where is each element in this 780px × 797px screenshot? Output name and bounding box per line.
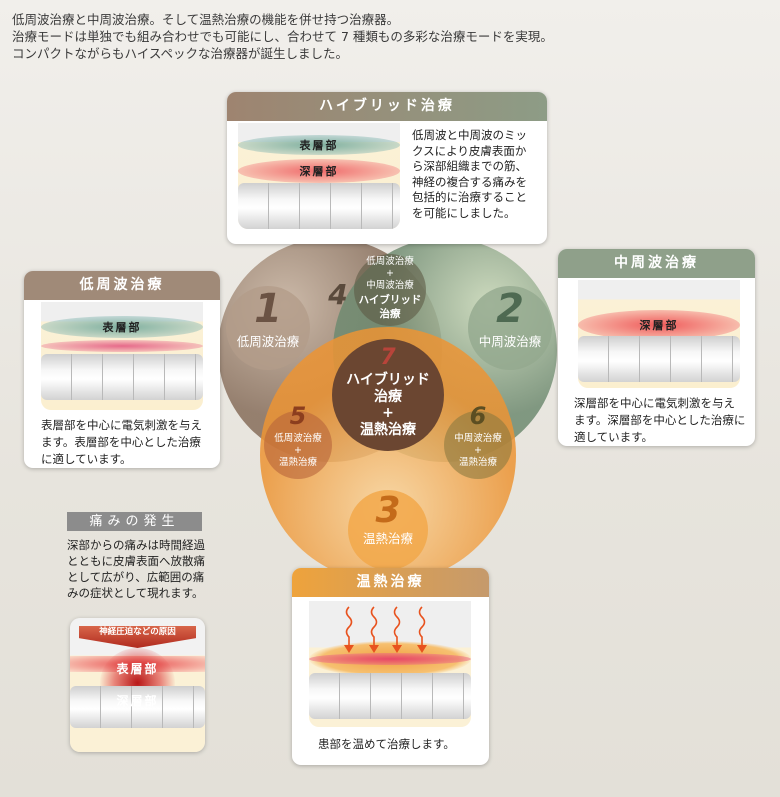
pain-description: 深部からの痛みは時間経過とともに皮膚表面へ放散痛として広がり、広範囲の痛みの症状…: [67, 538, 205, 600]
mode-7-label: ハイブリッド: [346, 371, 430, 388]
spine-illustration: [41, 354, 203, 400]
spine-illustration: [309, 673, 471, 719]
mode-6-label: 温熱治療: [459, 456, 498, 468]
mode-7-label: 温熱治療: [360, 421, 417, 438]
mode-4-label: 治療: [380, 307, 401, 320]
hybrid-description: 低周波と中周波のミックスにより皮膚表面から深部組織までの筋、神経の複合する痛みを…: [412, 128, 527, 220]
cause-arrow-label: 神経圧迫などの原因: [79, 626, 196, 648]
mid-card-title: 中周波治療: [558, 249, 755, 278]
low-description: 表層部を中心に電気刺激を与えます。表層部を中心とした治療に適しています。: [41, 418, 202, 466]
mode-2-label: 中周波治療: [479, 334, 542, 349]
spine-illustration: [238, 183, 400, 229]
low-illustration: 表層部: [41, 302, 203, 410]
surface-layer-label: 表層部: [102, 321, 142, 334]
low-frequency-card: 低周波治療 表層部 表層部を中心に電気刺激を与えます。表層部を中心とした治療に適…: [24, 271, 220, 468]
mode-4-label: 中周波治療: [366, 279, 414, 291]
plus-sign: +: [382, 405, 394, 421]
intro-line: 治療モードは単独でも組み合わせでも可能にし、合わせて 7 種類もの多彩な治療モー…: [12, 29, 553, 44]
deep-layer-label: 深層部: [299, 165, 339, 178]
mode-number: 6: [470, 402, 487, 430]
mode-1-badge[interactable]: [226, 286, 310, 370]
mode-6-label: 中周波治療: [454, 432, 502, 444]
spine-illustration: [578, 336, 740, 382]
mode-3-label: 温熱治療: [363, 531, 414, 546]
heat-card: 温熱治療 患部を温めて治療します。: [292, 568, 489, 765]
low-card-title: 低周波治療: [24, 271, 220, 300]
deep-layer-label: 深層部: [116, 694, 159, 708]
heat-wave-arrows-icon: [344, 606, 427, 653]
mode-4-label: ハイブリッド: [359, 293, 422, 306]
mode-7-label: 治療: [374, 388, 403, 405]
intro-line: 低周波治療と中周波治療。そして温熱治療の機能を併せ持つ治療器。: [12, 12, 400, 27]
heat-illustration: [309, 601, 471, 727]
mid-illustration: 深層部: [578, 280, 740, 388]
mode-number: 7: [380, 345, 396, 370]
mode-number: 2: [496, 286, 524, 332]
plus-sign: +: [474, 445, 482, 456]
hybrid-card: ハイブリッド治療 表層部 深層部 低周波と中周波のミックスにより皮膚表面から深部…: [227, 92, 547, 244]
surface-layer-label: 表層部: [299, 139, 339, 152]
mode-2-badge[interactable]: [468, 286, 552, 370]
mode-number: 4: [327, 278, 347, 311]
heat-description: 患部を温めて治療します。: [318, 737, 455, 751]
mid-frequency-card: 中周波治療 深層部 深層部を中心に電気刺激を与えます。深層部を中心とした治療に適…: [558, 249, 755, 446]
plus-sign: +: [294, 445, 302, 456]
mode-7-badge[interactable]: [332, 339, 444, 451]
mode-3-badge[interactable]: [348, 490, 428, 570]
mode-number: 1: [254, 286, 282, 332]
hybrid-illustration: 表層部 深層部: [238, 123, 400, 229]
mode-number: 3: [375, 490, 400, 531]
mode-5-label: 温熱治療: [279, 456, 318, 468]
mode-5-label: 低周波治療: [274, 432, 322, 444]
deep-layer-label: 深層部: [639, 319, 679, 332]
pain-title: 痛みの発生: [67, 512, 202, 531]
mode-4-badge[interactable]: [354, 254, 426, 326]
venn-heat-circle: [260, 327, 516, 583]
heat-card-title: 温熱治療: [292, 568, 489, 597]
intro-line: コンパクトながらもハイスペックな治療器が誕生しました。: [12, 46, 349, 61]
pain-illustration: 神経圧迫などの原因 表層部 深層部: [70, 618, 205, 752]
mode-number: 5: [290, 402, 307, 430]
mode-5-badge[interactable]: [264, 411, 332, 479]
mode-4-label: 低周波治療: [366, 255, 414, 267]
mid-description: 深層部を中心に電気刺激を与えます。深層部を中心とした治療に適しています。: [574, 396, 746, 444]
intro-text: 低周波治療と中周波治療。そして温熱治療の機能を併せ持つ治療器。 治療モードは単独…: [12, 11, 553, 62]
plus-sign: +: [386, 268, 394, 279]
mode-1-label: 低周波治療: [237, 334, 300, 349]
surface-layer-label: 表層部: [116, 662, 159, 676]
mode-6-badge[interactable]: [444, 411, 512, 479]
hybrid-card-title: ハイブリッド治療: [227, 92, 547, 121]
